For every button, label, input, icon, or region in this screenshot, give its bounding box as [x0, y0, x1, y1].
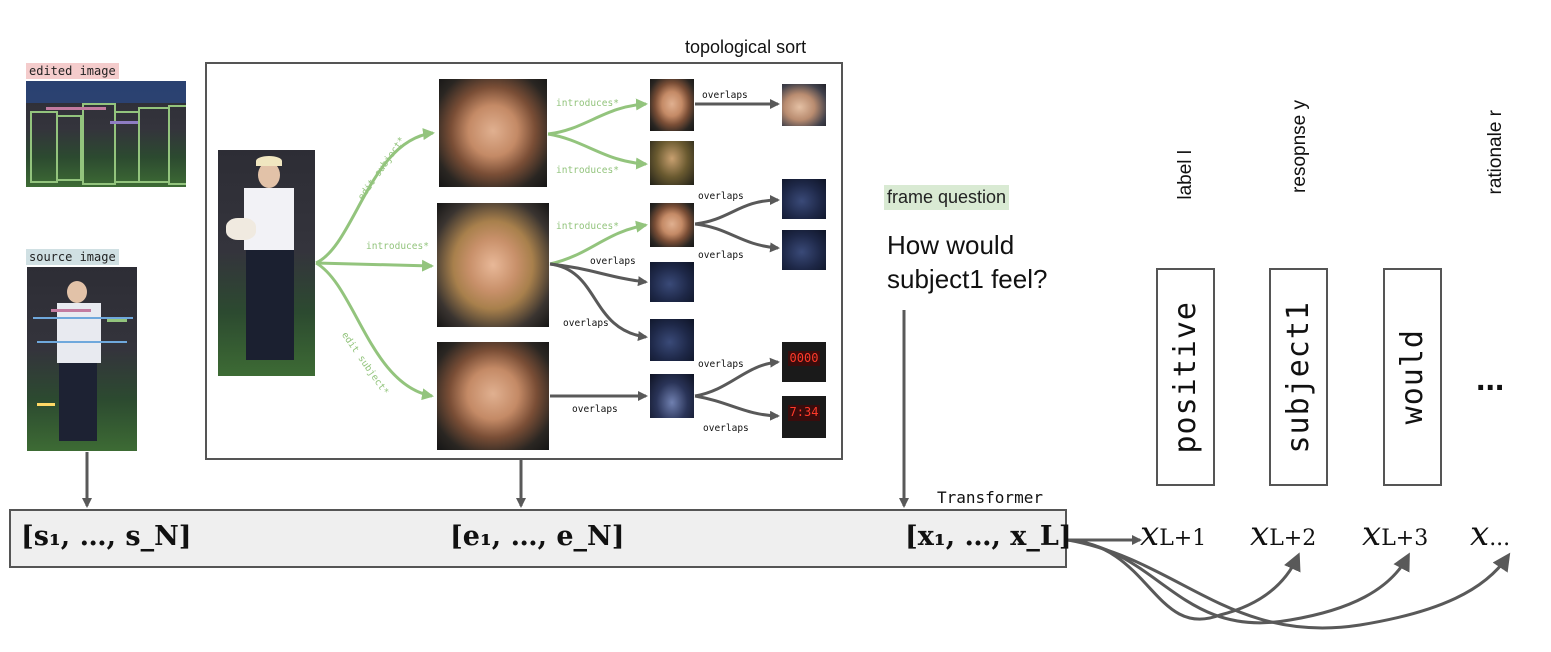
node-crowd-lights: [650, 374, 694, 418]
seq-text: [x₁, …, x_L]: [905, 521, 1072, 552]
output-label-response: resopnse y: [1289, 100, 1310, 193]
node-dark-4: [782, 230, 826, 270]
transformer-box: [9, 509, 1067, 568]
token-would: would: [1395, 329, 1430, 425]
pos-xdots-sub: ...: [1489, 526, 1511, 551]
seq-edits: [e₁, …, e_N]: [450, 521, 625, 552]
token-subject1: subject1: [1281, 300, 1316, 454]
output-label-rationale: rationale r: [1485, 110, 1506, 195]
node-dark-2: [650, 319, 694, 361]
graph-title: topological sort: [685, 37, 807, 57]
token-ellipsis: ...: [1476, 360, 1505, 398]
seq-source: [s₁, …, s_N]: [21, 521, 192, 552]
frame-question-label: frame question: [884, 185, 1010, 210]
edge-label-overlaps-2: overlaps: [590, 256, 636, 267]
edge-overlaps-4: [694, 222, 780, 253]
node-face-small-2: [650, 203, 694, 247]
source-image-label: source image: [26, 249, 119, 265]
edge-edit-subject-bottom: [315, 261, 434, 401]
node-crowd-small-1: [650, 141, 694, 185]
edge-label-overlaps-8: overlaps: [703, 423, 749, 434]
token-box-positive: positive: [1156, 268, 1215, 486]
edge-label-overlaps-6: overlaps: [572, 404, 618, 415]
node-scoreboard-1: 0000: [782, 342, 826, 382]
edge-label-introduces-b: introduces*: [556, 165, 619, 176]
frame-question-line2: subject1 feel?: [887, 264, 1048, 294]
pos-xL2-sub: L+2: [1269, 526, 1317, 551]
face-node-middle: [437, 203, 549, 327]
pos-xL1-sub: L+1: [1159, 526, 1207, 551]
face-node-top: [439, 79, 547, 187]
node-dark-1: [650, 262, 694, 302]
scoreboard-1-digits: 0000: [788, 350, 820, 366]
token-box-subject1: subject1: [1269, 268, 1328, 486]
edge-introduces-b: [547, 132, 648, 170]
edge-label-overlaps-3: overlaps: [698, 191, 744, 202]
node-dark-3: [782, 179, 826, 219]
edited-image: [26, 81, 186, 187]
edge-label-introduces-a: introduces*: [556, 98, 619, 109]
transformer-label: Transformer: [937, 488, 1043, 507]
arrow-to-xL2: [1067, 538, 1301, 621]
topological-sort-panel: [205, 62, 843, 460]
arrow-to-xdots: [1067, 538, 1511, 630]
edge-overlaps-7: [694, 357, 780, 398]
arrow-to-xL3: [1067, 538, 1410, 625]
edited-image-label: edited image: [26, 63, 119, 79]
pos-xL3: xL+3: [1362, 514, 1429, 554]
scoreboard-2-digits: 7:34: [788, 405, 820, 422]
root-image-person: [218, 150, 315, 376]
edge-label-overlaps-5: overlaps: [563, 318, 609, 329]
pos-xL3-sub: L+3: [1381, 526, 1429, 551]
output-label-label: label l: [1175, 150, 1196, 200]
edge-introduces-c: [549, 220, 648, 266]
pos-xdots: x...: [1470, 514, 1511, 554]
token-box-would: would: [1383, 268, 1442, 486]
frame-question-line1: How would: [887, 230, 1015, 260]
edge-label-introduces-c: introduces*: [556, 221, 619, 232]
edge-overlaps-5: [549, 262, 648, 341]
node-face-small-1: [650, 79, 694, 131]
edge-label-overlaps-7: overlaps: [698, 359, 744, 370]
token-positive: positive: [1168, 300, 1203, 454]
edge-label-overlaps-1: overlaps: [702, 90, 748, 101]
edge-introduces-mid: [315, 259, 434, 272]
edge-label-overlaps-4: overlaps: [698, 250, 744, 261]
face-node-bottom: [437, 342, 549, 450]
node-hands: [782, 84, 826, 126]
edge-introduces-a: [547, 98, 648, 136]
edge-overlaps-3: [694, 195, 780, 226]
node-scoreboard-2: 7:34: [782, 396, 826, 438]
pos-xL1: xL+1: [1140, 514, 1207, 554]
edge-overlaps-8: [694, 394, 780, 421]
source-image: [27, 267, 137, 451]
edge-label-introduces-mid: introduces*: [366, 241, 429, 252]
edge-edit-subject-top: [315, 128, 435, 265]
pos-xL2: xL+2: [1250, 514, 1317, 554]
frame-question-text: How would subject1 feel?: [887, 228, 1047, 296]
